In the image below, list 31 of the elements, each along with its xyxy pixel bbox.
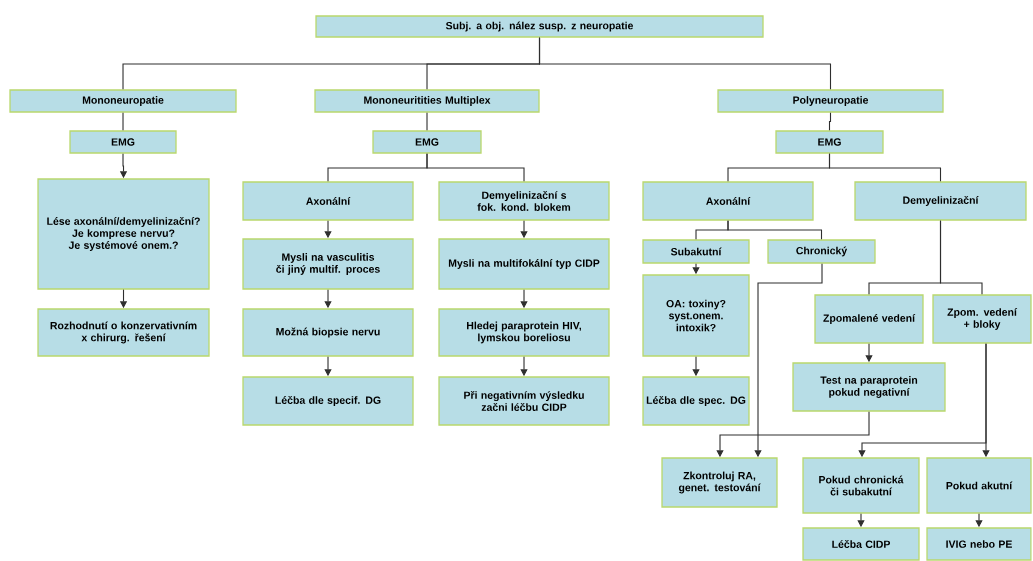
flow-box: Test na paraprotein pokud negativní: [792, 362, 946, 412]
flow-box: Mononeuropatie: [9, 89, 237, 113]
flow-box: Axonální: [242, 181, 414, 221]
flow-box: Axonální: [642, 181, 814, 221]
flow-box: Léčba CIDP: [802, 527, 920, 561]
flow-box: Léčba dle specif. DG: [242, 376, 414, 426]
flow-box: Polyneuropatie: [717, 89, 944, 113]
flow-box: Zpomalené vedení: [814, 294, 924, 344]
flow-box: Zpom. vedení + bloky: [932, 294, 1032, 344]
flow-box: Možná biopsie nervu: [242, 308, 414, 357]
flow-box: Rozhodnutí o konzervativním x chirurg. řešení: [37, 308, 210, 357]
flow-box: Zkontroluj RA, genet. testování: [661, 457, 778, 508]
flow-box: Mysli na multifokální typ CIDP: [438, 238, 610, 290]
flow-box: Demyelinizační s fok. kond. blokem: [438, 181, 610, 221]
flow-box: Pokud akutní: [926, 457, 1032, 514]
flow-box: OA: toxiny? syst.onem. intoxik?: [642, 274, 750, 357]
flow-box: Hledej paraprotein HIV, lymskou boreliosu: [438, 308, 610, 357]
flow-box: Demyelinizační: [854, 181, 1027, 221]
flow-box: Subj. a obj. nález susp. z neuropatie: [315, 15, 764, 38]
flow-box: Pokud chronická či subakutní: [802, 457, 920, 514]
flow-box: EMG: [372, 130, 482, 154]
flow-box: Mononeuritities Multiplex: [314, 89, 540, 113]
flow-box: IVIG nebo PE: [926, 527, 1032, 561]
flow-box: EMG: [775, 130, 884, 154]
flow-box: Mysli na vasculitis či jiný multif. proces: [242, 238, 414, 290]
flow-box: Subakutní: [642, 239, 750, 264]
flow-box: Chronický: [767, 239, 876, 264]
flow-box: Při negativním výsledku začni léčbu CIDP: [438, 376, 610, 426]
flow-box: Lése axonální/demyelinizační? Je komprese nervu? Je systémové onem.?: [37, 178, 210, 290]
flow-box: Léčba dle spec. DG: [642, 376, 750, 426]
flow-box: EMG: [69, 130, 177, 154]
